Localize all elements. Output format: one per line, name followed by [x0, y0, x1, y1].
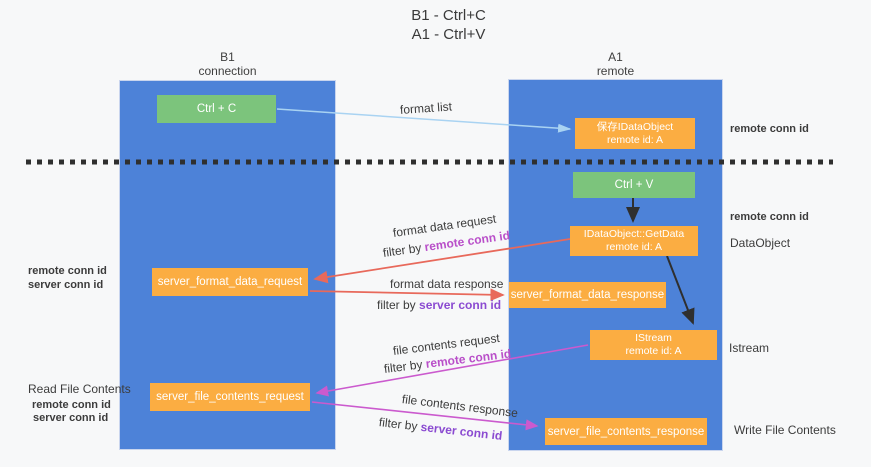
arrow-getdata-to-istream [666, 255, 695, 325]
left-label-server-conn-id-2: server conn id [33, 412, 109, 424]
right-label-istream: Istream [729, 341, 770, 355]
label-format-data-response: format data response [390, 277, 504, 291]
lane-header-a1: A1 remote [508, 50, 723, 78]
node-idataobject-getdata: IDataObject::GetData remote id: A [570, 226, 698, 256]
right-label-write-file-contents: Write File Contents [734, 423, 836, 437]
node-getdata-line1: IDataObject::GetData [583, 228, 685, 240]
arrow-format-data-request [313, 238, 571, 284]
node-ctrl-c: Ctrl + C [157, 95, 276, 123]
label-filter-by-server-1: filter by server conn id [377, 298, 501, 312]
arrow-file-contents-response [311, 401, 539, 431]
diagram-title-line2: A1 - Ctrl+V [411, 26, 486, 43]
left-label-server-conn-id-1: server conn id [28, 279, 104, 291]
lane-b1-name: B1 [220, 50, 235, 64]
left-label-remote-conn-id-2: remote conn id [32, 399, 111, 411]
right-label-remote-conn-id-1: remote conn id [730, 123, 809, 135]
lane-b1-role: connection [198, 64, 257, 78]
lane-header-b1: B1 connection [119, 50, 336, 78]
lane-a1-role: remote [596, 64, 635, 78]
arrow-format-data-response [309, 288, 505, 302]
right-label-remote-conn-id-2: remote conn id [730, 211, 809, 223]
node-server-file-contents-response: server_file_contents_response [545, 418, 707, 445]
node-server-format-data-response: server_format_data_response [509, 282, 666, 308]
node-getdata-line2: remote id: A [605, 241, 663, 253]
left-label-read-file-contents: Read File Contents [28, 382, 131, 396]
filter-by-text: filter by [377, 298, 420, 312]
node-server-format-data-request: server_format_data_request [152, 268, 308, 296]
lane-a1-name: A1 [608, 50, 623, 64]
node-save-idataobject: 保存IDataObject remote id: A [575, 118, 695, 149]
node-save-line1: 保存IDataObject [596, 120, 674, 133]
node-ctrl-v: Ctrl + V [573, 172, 695, 198]
node-save-line2: remote id: A [606, 133, 664, 146]
diagram-title-line1: B1 - Ctrl+C [411, 7, 486, 24]
arrow-format-list [276, 108, 572, 133]
node-server-file-contents-request: server_file_contents_request [150, 383, 310, 411]
node-istream-line2: remote id: A [625, 345, 682, 357]
arrow-file-contents-request [315, 344, 589, 397]
node-istream-line1: IStream [635, 332, 672, 344]
left-label-remote-conn-id-1: remote conn id [28, 265, 107, 277]
server-conn-id-text: server conn id [419, 298, 502, 312]
right-label-dataobject: DataObject [730, 236, 791, 250]
diagram-title: B1 - Ctrl+C A1 - Ctrl+V [0, 6, 871, 44]
node-istream: IStream remote id: A [590, 330, 717, 360]
